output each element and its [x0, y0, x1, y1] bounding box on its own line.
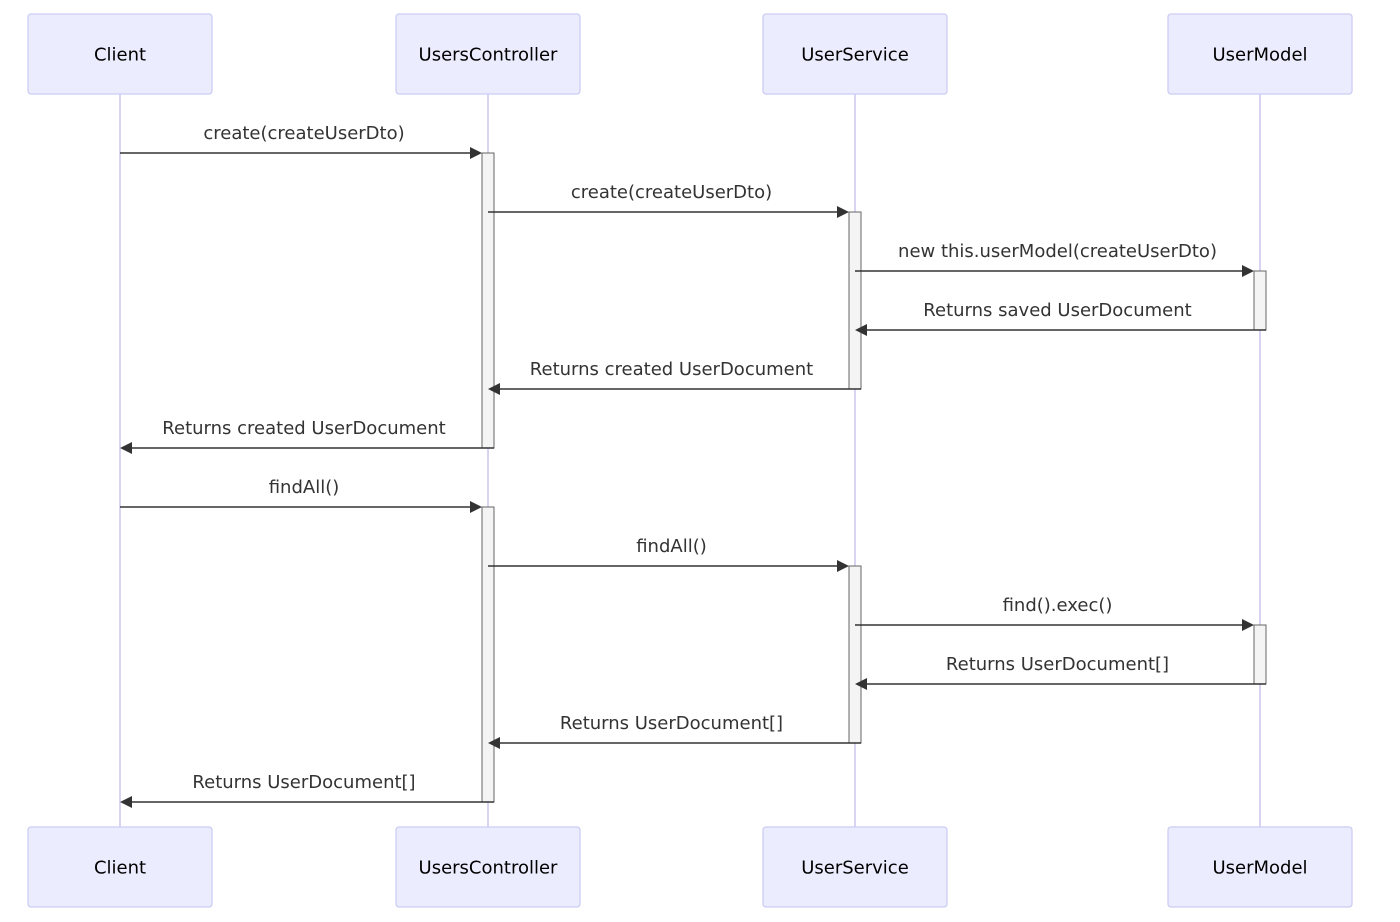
participant-box: [395, 826, 581, 908]
message-label: findAll(): [269, 477, 340, 498]
participant-label: UserService: [801, 858, 909, 879]
message-5: Returns created UserDocument: [488, 359, 861, 395]
message-10: Returns UserDocument[]: [855, 654, 1266, 690]
arrowhead: [488, 383, 500, 395]
message-label: Returns created UserDocument: [162, 418, 445, 439]
message-12: Returns UserDocument[]: [120, 772, 494, 808]
arrowhead: [470, 501, 482, 513]
message-4: Returns saved UserDocument: [855, 300, 1266, 336]
participant-model-top: UserModel: [1167, 13, 1353, 95]
message-label: Returns UserDocument[]: [560, 713, 783, 734]
participant-label: UserModel: [1212, 45, 1307, 66]
participants: ClientClientUsersControllerUsersControll…: [27, 13, 1353, 908]
participant-service-top: UserService: [762, 13, 948, 95]
message-8: findAll(): [488, 536, 849, 572]
arrowhead: [470, 147, 482, 159]
participant-controller-top: UsersController: [395, 13, 581, 95]
arrowhead: [837, 206, 849, 218]
activation-bar-controller: [481, 506, 495, 803]
message-label: Returns UserDocument[]: [946, 654, 1169, 675]
activation-bars: [481, 152, 1267, 803]
message-label: Returns UserDocument[]: [192, 772, 415, 793]
message-11: Returns UserDocument[]: [488, 713, 861, 749]
activation-bar-service: [848, 565, 862, 744]
message-2: create(createUserDto): [488, 182, 849, 218]
arrowhead: [1242, 265, 1254, 277]
participant-label: Client: [94, 858, 146, 879]
participant-box: [395, 13, 581, 95]
message-label: Returns saved UserDocument: [923, 300, 1191, 321]
arrowhead: [120, 442, 132, 454]
participant-box: [762, 13, 948, 95]
activation-bar-model: [1253, 270, 1267, 331]
message-3: new this.userModel(createUserDto): [855, 241, 1254, 277]
participant-model-bottom: UserModel: [1167, 826, 1353, 908]
activation-bar-controller: [481, 152, 495, 449]
participant-label: UserModel: [1212, 858, 1307, 879]
participant-client-top: Client: [27, 13, 213, 95]
message-label: create(createUserDto): [571, 182, 772, 203]
message-label: findAll(): [636, 536, 707, 557]
participant-label: Client: [94, 45, 146, 66]
message-7: findAll(): [120, 477, 482, 513]
activation-bar-service: [848, 211, 862, 390]
message-9: find().exec(): [855, 595, 1254, 631]
message-label: Returns created UserDocument: [530, 359, 813, 380]
participant-controller-bottom: UsersController: [395, 826, 581, 908]
participant-label: UserService: [801, 45, 909, 66]
arrowhead: [855, 678, 867, 690]
message-label: find().exec(): [1003, 595, 1113, 616]
message-1: create(createUserDto): [120, 123, 482, 159]
participant-box: [27, 13, 213, 95]
participant-box: [762, 826, 948, 908]
participant-client-bottom: Client: [27, 826, 213, 908]
arrowhead: [488, 737, 500, 749]
participant-service-bottom: UserService: [762, 826, 948, 908]
participant-box: [1167, 13, 1353, 95]
arrowhead: [837, 560, 849, 572]
messages: create(createUserDto) create(createUserDt…: [120, 123, 1266, 808]
message-label: new this.userModel(createUserDto): [898, 241, 1217, 262]
arrowhead: [855, 324, 867, 336]
participant-label: UsersController: [419, 45, 559, 66]
arrowhead: [120, 796, 132, 808]
participant-box: [1167, 826, 1353, 908]
activation-bar-model: [1253, 624, 1267, 685]
message-label: create(createUserDto): [203, 123, 404, 144]
participant-label: UsersController: [419, 858, 559, 879]
participant-box: [27, 826, 213, 908]
arrowhead: [1242, 619, 1254, 631]
message-6: Returns created UserDocument: [120, 418, 494, 454]
